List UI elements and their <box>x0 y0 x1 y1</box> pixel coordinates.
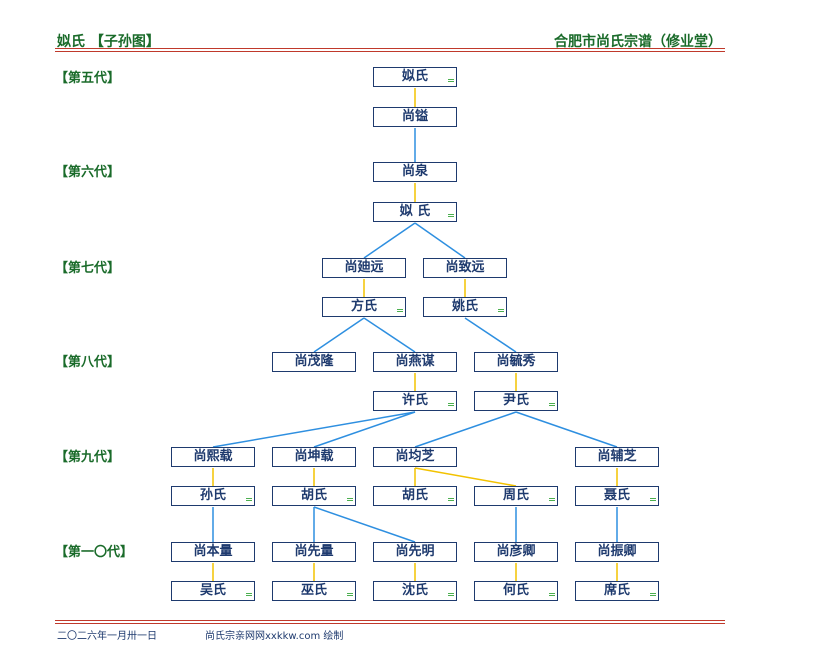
notes-icon <box>397 309 403 315</box>
notes-icon <box>448 214 454 220</box>
notes-icon <box>650 593 656 599</box>
person-name: 尚茂隆 <box>294 354 334 369</box>
person-name: 姒氏 <box>401 69 428 84</box>
person-name: 姚氏 <box>451 299 478 314</box>
person-name: 周氏 <box>502 488 529 503</box>
person-node-n3[interactable]: 尚泉 <box>373 162 457 182</box>
generation-label-10: 【第一〇代】 <box>55 545 134 560</box>
person-node-n12[interactable]: 许氏 <box>373 391 457 411</box>
person-node-n25[interactable]: 尚先明 <box>373 542 457 562</box>
notes-icon <box>448 79 454 85</box>
person-name: 尚熙载 <box>193 449 233 464</box>
person-name: 尚先量 <box>294 544 334 559</box>
header-rule-bottom <box>55 51 725 52</box>
notes-icon <box>549 403 555 409</box>
notes-icon <box>448 403 454 409</box>
notes-icon <box>347 593 353 599</box>
person-name: 尚廸远 <box>344 260 384 275</box>
person-name: 尚毓秀 <box>496 354 536 369</box>
footer-date: 二〇二六年一月卅一日 <box>57 631 157 642</box>
person-node-n14[interactable]: 尚熙载 <box>171 447 255 467</box>
person-name: 许氏 <box>401 393 428 408</box>
person-name: 尚振卿 <box>597 544 637 559</box>
person-node-n10[interactable]: 尚燕谋 <box>373 352 457 372</box>
person-node-n27[interactable]: 尚振卿 <box>575 542 659 562</box>
person-node-n19[interactable]: 胡氏 <box>272 486 356 506</box>
person-node-n32[interactable]: 席氏 <box>575 581 659 601</box>
genealogy-book-title: 合肥市尚氏宗谱（修业堂） <box>554 34 722 50</box>
person-node-n4[interactable]: 姒 氏 <box>373 202 457 222</box>
person-name: 孙氏 <box>199 488 226 503</box>
notes-icon <box>448 593 454 599</box>
chart-title: 姒氏 【子孙图】 <box>57 34 160 50</box>
person-node-n8[interactable]: 姚氏 <box>423 297 507 317</box>
notes-icon <box>650 498 656 504</box>
person-node-n1[interactable]: 姒氏 <box>373 67 457 87</box>
person-node-n24[interactable]: 尚先量 <box>272 542 356 562</box>
person-node-n26[interactable]: 尚彦卿 <box>474 542 558 562</box>
notes-icon <box>498 309 504 315</box>
person-name: 尚彦卿 <box>496 544 536 559</box>
person-name: 尚燕谋 <box>395 354 435 369</box>
person-name: 胡氏 <box>401 488 428 503</box>
person-node-n16[interactable]: 尚均芝 <box>373 447 457 467</box>
person-node-n30[interactable]: 沈氏 <box>373 581 457 601</box>
person-node-n29[interactable]: 巫氏 <box>272 581 356 601</box>
generation-label-6: 【第六代】 <box>55 165 121 180</box>
person-node-n11[interactable]: 尚毓秀 <box>474 352 558 372</box>
generation-label-5: 【第五代】 <box>55 71 121 86</box>
person-name: 巫氏 <box>300 583 327 598</box>
person-name: 尚泉 <box>401 164 428 179</box>
notes-icon <box>246 593 252 599</box>
person-name: 姒 氏 <box>399 204 431 219</box>
person-name: 尚辅芝 <box>597 449 637 464</box>
person-node-n28[interactable]: 吴氏 <box>171 581 255 601</box>
person-node-n23[interactable]: 尚本量 <box>171 542 255 562</box>
person-name: 尚致远 <box>445 260 485 275</box>
footer-rule-top <box>55 620 725 621</box>
person-name: 尚本量 <box>193 544 233 559</box>
person-node-n21[interactable]: 周氏 <box>474 486 558 506</box>
generation-label-9: 【第九代】 <box>55 450 121 465</box>
person-node-n20[interactable]: 胡氏 <box>373 486 457 506</box>
person-name: 聂氏 <box>603 488 630 503</box>
notes-icon <box>347 498 353 504</box>
notes-icon <box>549 593 555 599</box>
person-name: 尚镒 <box>401 109 428 124</box>
person-name: 吴氏 <box>199 583 226 598</box>
person-node-n17[interactable]: 尚辅芝 <box>575 447 659 467</box>
person-node-n6[interactable]: 尚致远 <box>423 258 507 278</box>
person-node-n15[interactable]: 尚坤载 <box>272 447 356 467</box>
generation-label-7: 【第七代】 <box>55 261 121 276</box>
generation-label-8: 【第八代】 <box>55 355 121 370</box>
person-node-n18[interactable]: 孙氏 <box>171 486 255 506</box>
person-name: 方氏 <box>350 299 377 314</box>
person-name: 沈氏 <box>401 583 428 598</box>
person-node-n7[interactable]: 方氏 <box>322 297 406 317</box>
footer-credit: 尚氏宗亲网网xxkkw.com 绘制 <box>205 631 344 642</box>
person-name: 席氏 <box>603 583 630 598</box>
person-name: 何氏 <box>502 583 529 598</box>
person-name: 胡氏 <box>300 488 327 503</box>
notes-icon <box>549 498 555 504</box>
person-name: 尚先明 <box>395 544 435 559</box>
person-node-n13[interactable]: 尹氏 <box>474 391 558 411</box>
person-name: 尚均芝 <box>395 449 435 464</box>
person-node-n31[interactable]: 何氏 <box>474 581 558 601</box>
notes-icon <box>448 498 454 504</box>
notes-icon <box>246 498 252 504</box>
person-name: 尚坤载 <box>294 449 334 464</box>
footer-rule-bottom <box>55 623 725 624</box>
header-rule-top <box>55 48 725 49</box>
person-node-n22[interactable]: 聂氏 <box>575 486 659 506</box>
person-name: 尹氏 <box>502 393 529 408</box>
person-node-n9[interactable]: 尚茂隆 <box>272 352 356 372</box>
marriage-lines <box>212 88 618 581</box>
descent-lines <box>212 128 618 543</box>
person-node-n5[interactable]: 尚廸远 <box>322 258 406 278</box>
person-node-n2[interactable]: 尚镒 <box>373 107 457 127</box>
